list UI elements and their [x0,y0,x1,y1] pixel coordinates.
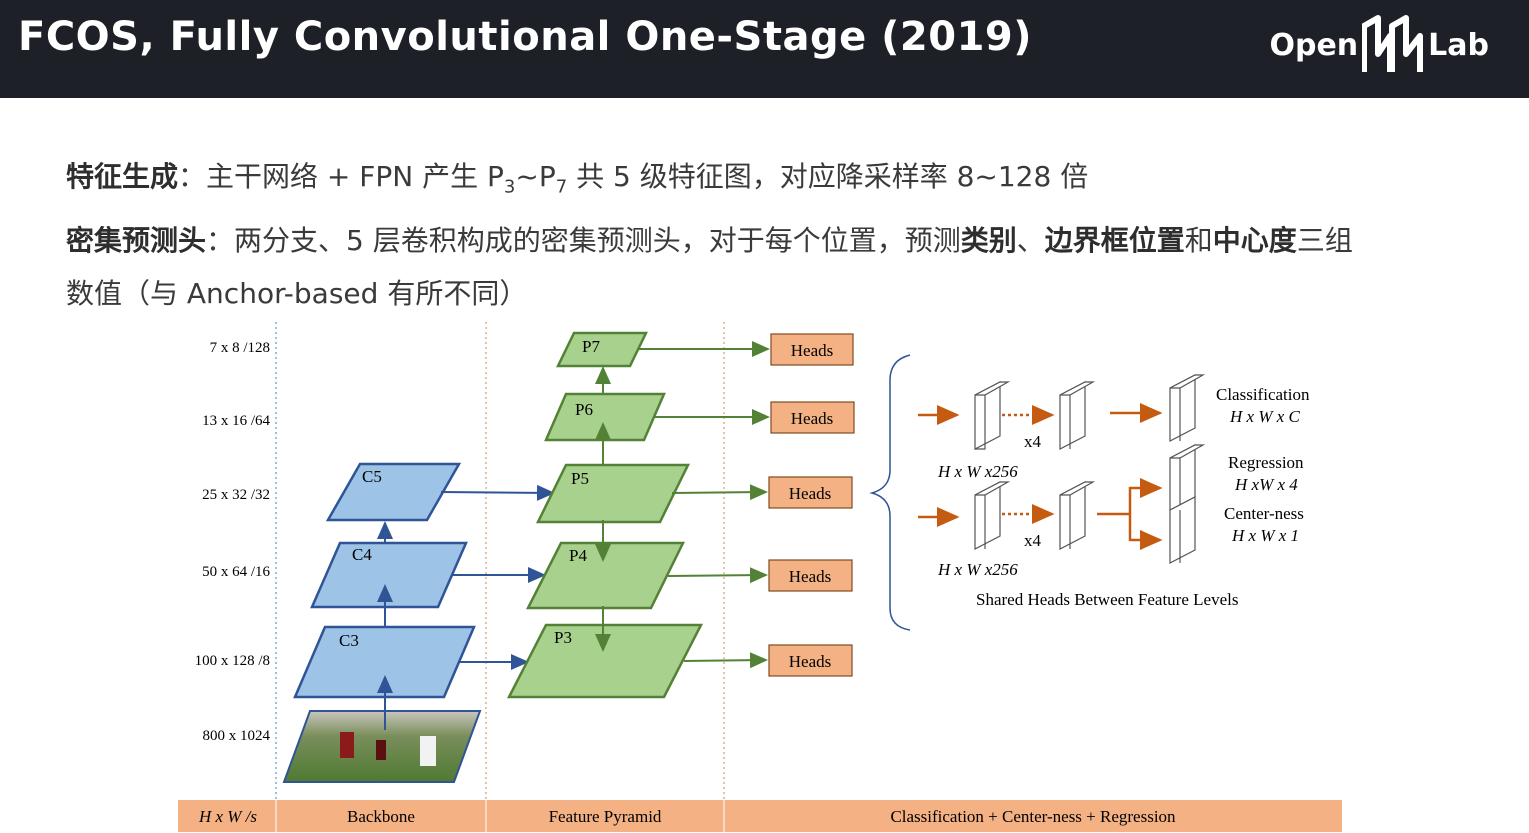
header-bar: FCOS, Fully Convolutional One-Stage (201… [0,0,1529,98]
c5-label: C5 [362,467,382,486]
footer-backbone: Backbone [347,807,415,826]
heads-box-p4 [768,559,853,592]
backbone-c5 [325,462,462,522]
backbone-c3 [293,625,476,699]
brace [869,354,911,631]
p4-label: P4 [569,546,587,565]
pyramid-p3 [506,623,704,699]
heads-box-p7 [770,333,854,366]
description-text: 特征生成：主干网络 + FPN 产生 P3~P7 共 5 级特征图，对应降采样率… [66,150,1486,320]
text-line-2: 密集预测头：两分支、5 层卷积构成的密集预测头，对于每个位置，预测类别、边界框位… [66,214,1486,267]
c4-label: C4 [352,545,372,564]
bold-span: 类别 [960,223,1017,257]
mm-logo-icon [1362,15,1424,72]
classification-label: Classification [1216,385,1310,404]
input-image [282,710,482,783]
bold-span: 边界框位置 [1044,223,1185,257]
page-title: FCOS, Fully Convolutional One-Stage (201… [18,14,1033,60]
text-span: ：两分支、5 层卷积构成的密集预测头，对于每个位置，预测 [206,223,961,257]
hw256-label: H x W x256 [937,462,1018,481]
text-span: ~P [515,160,556,193]
heads-label: Heads [789,652,831,671]
heads-label: Heads [791,341,833,360]
heads-box-p6 [770,401,855,434]
openmmlab-logo: Open Lab [1269,10,1489,80]
p3-label: P3 [554,628,572,647]
footer-pyramid: Feature Pyramid [549,807,662,826]
scale-label: 7 x 8 /128 [210,340,270,356]
logo-open-text: Open [1269,27,1359,63]
heads-box-p5 [768,476,853,509]
text-span: 三组 [1296,223,1353,257]
p5-label: P5 [571,469,589,488]
p6-label: P6 [575,400,593,419]
centerness-label: Center-ness [1224,504,1304,523]
feature-generation-label: 特征生成 [66,160,179,193]
scale-label: 100 x 128 /8 [195,653,270,669]
pyramid-p4 [525,541,686,610]
ctr-shape-label: H x W x 1 [1231,526,1299,545]
subscript: 3 [503,176,516,198]
scale-label: 50 x 64 /16 [202,564,270,580]
subscript: 7 [555,176,568,198]
pyramid-p7 [556,331,648,368]
backbone-c4 [310,541,468,609]
text-span: 和 [1184,223,1213,257]
heads-label: Heads [789,567,831,586]
footer-bar [178,800,1342,832]
heads-box-p3 [768,644,853,677]
hw256-label: H x W x256 [937,560,1018,579]
text-line-3: 数值（与 Anchor-based 有所不同） [66,276,528,310]
scale-label: 13 x 16 /64 [202,413,270,429]
text-span: 共 5 级特征图，对应降采样率 8~128 倍 [567,160,1089,193]
p7-label: P7 [582,337,600,356]
footer-hws: H x W /s [198,807,257,826]
cls-shape-label: H x W x C [1229,407,1301,426]
text-line-1: 特征生成：主干网络 + FPN 产生 P3~P7 共 5 级特征图，对应降采样率… [66,150,1486,214]
scale-label: 25 x 32 /32 [202,487,270,503]
regression-label: Regression [1228,453,1304,472]
dense-head-label: 密集预测头 [66,223,207,257]
text-span: ：主干网络 + FPN 产生 P [178,160,504,193]
footer-heads: Classification + Center-ness + Regressio… [890,807,1176,826]
logo-lab-text: Lab [1428,27,1489,63]
c3-label: C3 [339,631,359,650]
reg-shape-label: H xW x 4 [1234,475,1298,494]
shared-heads-label: Shared Heads Between Feature Levels [976,590,1238,609]
scale-label: 800 x 1024 [203,728,271,744]
pyramid-p6 [544,392,666,442]
text-span: 、 [1016,223,1045,257]
x4-label: x4 [1024,432,1042,451]
x4-label: x4 [1024,531,1042,550]
heads-label: Heads [789,484,831,503]
pyramid-p5 [535,463,691,524]
head-detail-layers [974,374,1206,564]
bold-span: 中心度 [1212,223,1297,257]
heads-label: Heads [791,409,833,428]
